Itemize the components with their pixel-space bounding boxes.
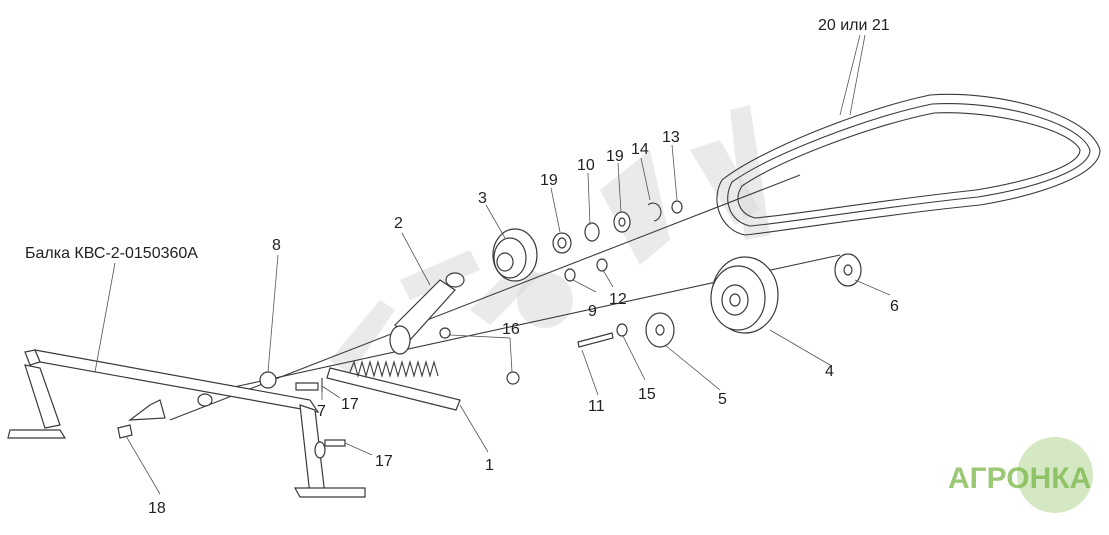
callout-17a: 17 bbox=[341, 396, 359, 413]
bearing-19a bbox=[552, 232, 572, 254]
callout-10: 10 bbox=[577, 157, 595, 174]
callout-6: 6 bbox=[890, 298, 899, 315]
leader-lines bbox=[94, 34, 891, 495]
pulley-3 bbox=[492, 228, 538, 282]
callout-5: 5 bbox=[718, 391, 727, 408]
nut-15 bbox=[616, 323, 628, 337]
v-belt bbox=[716, 93, 1101, 236]
washer-16 bbox=[506, 371, 520, 385]
callout-12: 12 bbox=[609, 291, 627, 308]
bolt-11 bbox=[577, 332, 614, 348]
callout-9: 9 bbox=[588, 303, 597, 320]
ring-10 bbox=[584, 222, 600, 242]
logo-text: АГРОНКА bbox=[948, 462, 1091, 495]
callout-15: 15 bbox=[638, 386, 656, 403]
pulley-4 bbox=[710, 256, 779, 334]
callout-1: 1 bbox=[485, 457, 494, 474]
bearing-19b bbox=[613, 211, 631, 233]
beam-part-label: Балка КВС-2-0150360А bbox=[25, 245, 198, 262]
callout-7: 7 bbox=[317, 403, 326, 420]
nut-12 bbox=[596, 258, 608, 272]
callout-19b: 19 bbox=[606, 148, 624, 165]
agronka-logo: АГРОНКА bbox=[948, 437, 1093, 513]
callout-4: 4 bbox=[825, 363, 834, 380]
flange-6 bbox=[834, 253, 862, 287]
callout-18: 18 bbox=[148, 500, 166, 517]
tension-spring bbox=[326, 359, 461, 411]
washer-9 bbox=[564, 268, 576, 282]
callout-11: 11 bbox=[588, 398, 605, 415]
beam-frame bbox=[7, 349, 366, 498]
grease-fitting-18 bbox=[117, 424, 133, 439]
pin-7 bbox=[295, 382, 319, 391]
callout-14: 14 bbox=[631, 141, 649, 158]
callout-3: 3 bbox=[478, 190, 487, 207]
callout-13: 13 bbox=[662, 129, 680, 146]
callout-17b: 17 bbox=[375, 453, 393, 470]
pin-17b bbox=[324, 439, 346, 447]
flange-5 bbox=[645, 312, 675, 348]
callout-16: 16 bbox=[502, 321, 520, 338]
washer-16b bbox=[439, 327, 451, 339]
callout-8: 8 bbox=[272, 237, 281, 254]
washer-13 bbox=[671, 200, 683, 214]
tension-arm bbox=[389, 272, 465, 355]
washer-8 bbox=[259, 371, 277, 389]
callout-2: 2 bbox=[394, 215, 403, 232]
callout-19a: 19 bbox=[540, 172, 558, 189]
circlip-14 bbox=[647, 202, 662, 222]
callout-20-21: 20 или 21 bbox=[818, 17, 890, 34]
